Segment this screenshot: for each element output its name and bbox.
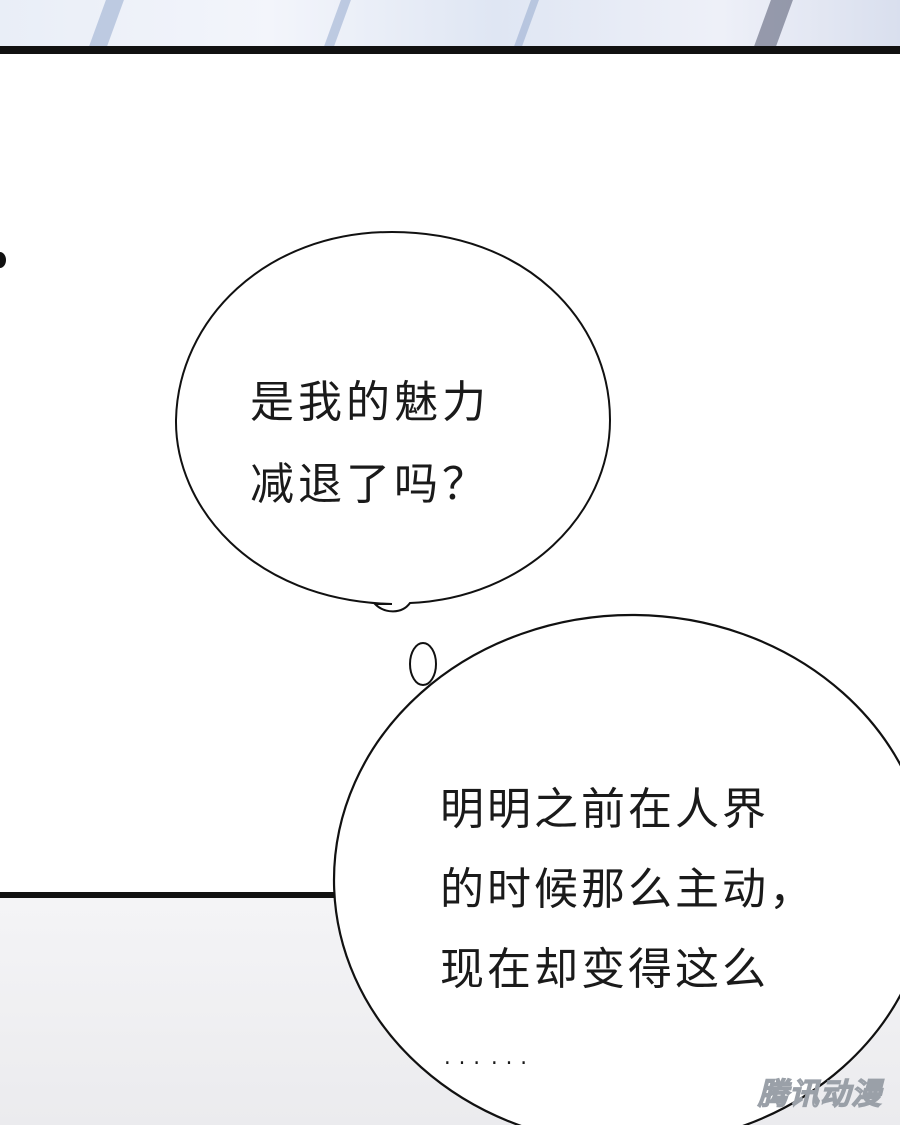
bubble-bottom-line: 现在却变得这么 [440, 944, 769, 995]
watermark-logo: 腾讯动漫 [757, 1076, 882, 1112]
bubble-bottom-text: 明明之前在人界 的时候那么主动， 现在却变得这么 …… [440, 770, 816, 1090]
bubble-bottom-line: 明明之前在人界 [440, 784, 769, 835]
bubble-bottom-line: 的时候那么主动， [440, 864, 816, 915]
edge-dot [0, 252, 6, 268]
bubble-top-line: 减退了吗？ [250, 459, 490, 510]
panel-border-top [0, 46, 900, 54]
bubble-top-line: 是我的魅力 [250, 377, 490, 428]
top-panel-art [0, 0, 900, 50]
thought-bubble-bottom [332, 613, 900, 1125]
thought-bubble-connector [409, 642, 437, 686]
bubble-bottom-line: …… [440, 1024, 534, 1075]
bubble-top-text: 是我的魅力 减退了吗？ [250, 362, 490, 526]
thought-bubble-top [174, 230, 612, 613]
